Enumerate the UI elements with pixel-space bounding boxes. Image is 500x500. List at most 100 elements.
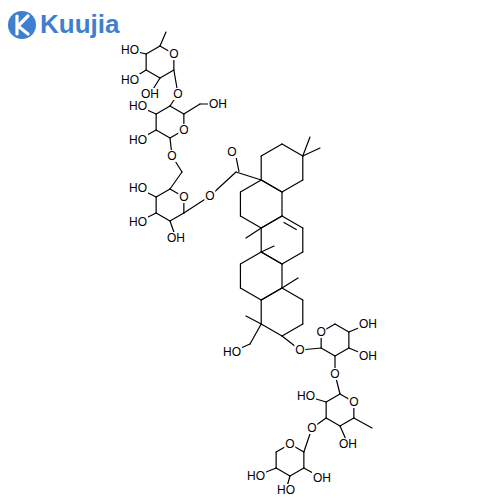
bond	[240, 252, 261, 264]
bond	[240, 180, 261, 192]
atom-label: O	[294, 344, 305, 356]
bond	[246, 228, 261, 238]
atom-label: HO	[120, 44, 140, 56]
bond	[326, 402, 327, 418]
atom-label: O	[204, 190, 215, 202]
bond	[156, 130, 170, 138]
atom-label: OH	[338, 438, 358, 450]
bond	[282, 278, 298, 288]
bond	[303, 137, 310, 156]
bond	[261, 156, 262, 180]
atom-label: O	[306, 422, 317, 434]
bond	[290, 468, 304, 476]
atom-label: O	[178, 124, 189, 136]
bond	[261, 228, 262, 252]
atom-label: O	[168, 48, 179, 60]
bond	[326, 394, 340, 402]
bond	[261, 180, 282, 192]
bond	[348, 332, 349, 348]
atom-label: HO	[296, 390, 316, 402]
bond	[282, 180, 303, 192]
bond	[156, 189, 170, 197]
bond	[276, 468, 290, 476]
bond	[261, 324, 282, 336]
atom-label: OH	[166, 232, 186, 244]
atom-label: OH	[140, 88, 160, 100]
bond	[246, 316, 261, 324]
bond	[281, 264, 282, 288]
bond	[335, 324, 349, 332]
bond	[321, 348, 335, 356]
bond	[261, 246, 274, 252]
bond	[326, 418, 340, 426]
bond	[340, 418, 354, 426]
bond	[261, 252, 282, 264]
bond	[156, 114, 157, 130]
atom-label: HO	[128, 182, 148, 194]
bond	[302, 156, 303, 180]
atom-label: O	[329, 368, 340, 380]
bond	[170, 213, 184, 221]
bond	[282, 288, 303, 300]
bond	[335, 348, 349, 356]
bond	[156, 213, 170, 221]
bond	[146, 46, 160, 54]
bond	[354, 418, 372, 428]
bond	[240, 288, 261, 300]
bond	[170, 172, 182, 189]
bond	[160, 70, 174, 78]
bond	[240, 264, 241, 288]
bond	[282, 216, 303, 228]
bond	[170, 106, 184, 114]
bond	[282, 324, 303, 336]
watermark: Kuujia	[40, 11, 119, 37]
bond	[236, 172, 261, 180]
logo-icon	[8, 11, 36, 39]
bond	[240, 192, 241, 216]
atom-label: HO	[120, 74, 140, 86]
atom-label: O	[348, 396, 359, 408]
bond	[250, 324, 261, 344]
atom-label: HO	[128, 134, 148, 146]
atom-label: OH	[358, 350, 378, 362]
atom-label: O	[178, 191, 189, 203]
atom-label: OH	[358, 318, 378, 330]
atom-label: HO	[128, 216, 148, 228]
bond	[261, 180, 282, 192]
bond	[184, 104, 200, 114]
bond	[281, 192, 282, 216]
bond	[302, 228, 303, 252]
atom-label: HO	[276, 484, 296, 496]
atom-label: O	[226, 146, 237, 158]
bond	[146, 70, 160, 78]
bond	[303, 452, 304, 468]
bond	[156, 197, 157, 213]
atom-label: OH	[208, 98, 228, 110]
bond	[261, 288, 282, 300]
bond	[146, 54, 147, 70]
bond	[160, 32, 166, 46]
atom-label: O	[166, 150, 177, 162]
bond	[284, 222, 296, 229]
bond	[302, 300, 303, 324]
bond	[276, 452, 277, 468]
bond	[261, 288, 282, 300]
atom-label: HO	[128, 100, 148, 112]
atom-label: O	[315, 326, 326, 338]
bond	[282, 252, 303, 264]
atom-label: OH	[312, 472, 332, 484]
bond	[282, 144, 303, 156]
atom-label: O	[284, 438, 295, 450]
bond-group	[130, 32, 372, 490]
bond	[156, 106, 170, 114]
bond	[261, 252, 282, 264]
bond	[240, 216, 261, 228]
bond	[261, 216, 282, 228]
atom-label: HO	[222, 346, 242, 358]
bond	[261, 300, 262, 324]
bond	[261, 216, 282, 228]
atom-label: HO	[246, 470, 266, 482]
atom-label: O	[172, 88, 183, 100]
